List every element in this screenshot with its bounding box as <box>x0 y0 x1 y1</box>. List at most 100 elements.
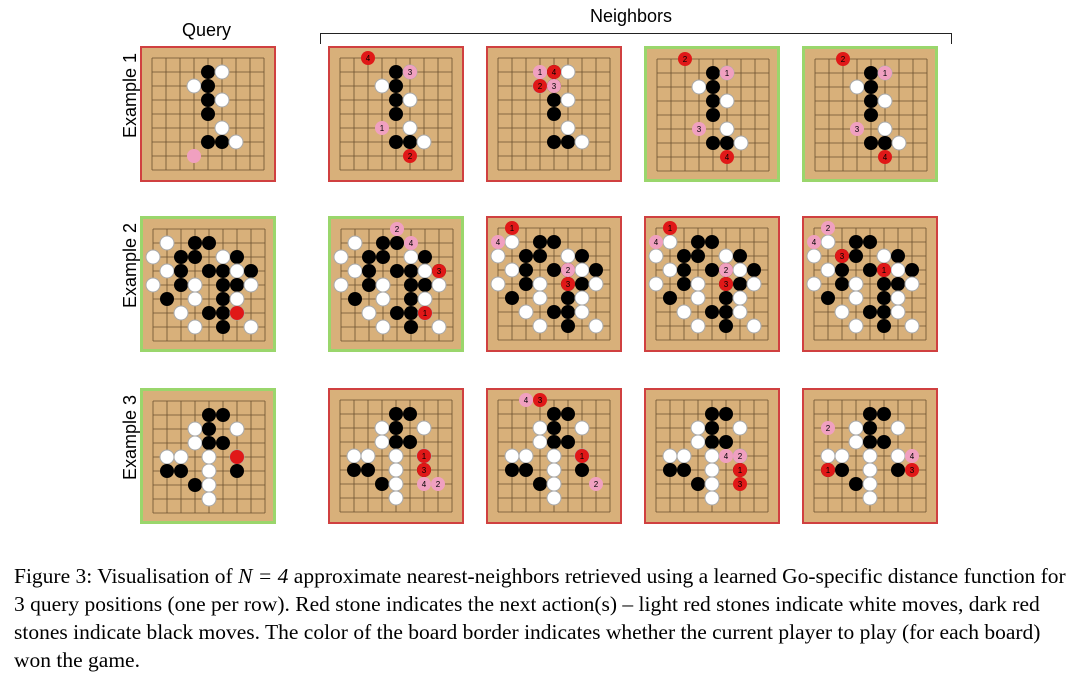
stone <box>733 477 747 491</box>
stone <box>404 278 418 292</box>
stone <box>720 150 734 164</box>
query-board-1 <box>140 46 276 182</box>
stone <box>160 464 174 478</box>
stone <box>188 236 202 250</box>
move-number: 1 <box>380 124 385 133</box>
stone <box>174 264 188 278</box>
move-number: 2 <box>408 152 413 161</box>
stone <box>362 278 376 292</box>
stone <box>575 249 589 263</box>
stone <box>677 263 691 277</box>
stone <box>214 92 230 108</box>
stone <box>705 407 719 421</box>
stone <box>201 107 215 121</box>
stone <box>719 121 735 137</box>
stone <box>677 249 691 263</box>
stone <box>850 122 864 136</box>
stone <box>560 92 576 108</box>
stone <box>243 277 259 293</box>
stone <box>864 66 878 80</box>
neighbors-header: Neighbors <box>590 6 673 26</box>
move-number: 4 <box>910 452 915 461</box>
stone <box>835 263 849 277</box>
stone <box>187 291 203 307</box>
stone <box>877 407 891 421</box>
stone <box>575 463 589 477</box>
stone <box>747 263 761 277</box>
stone <box>890 304 906 320</box>
row-label-example-2: Example 2 <box>120 222 140 308</box>
stone <box>201 463 217 479</box>
move-number: 4 <box>409 239 414 248</box>
stone <box>376 250 390 264</box>
stone <box>418 278 432 292</box>
stone <box>404 236 418 250</box>
stone <box>547 93 561 107</box>
stone <box>346 448 362 464</box>
move-number: 2 <box>826 224 831 233</box>
move-number: 2 <box>594 480 599 489</box>
stone <box>214 64 230 80</box>
stone <box>876 248 892 264</box>
stone <box>732 420 748 436</box>
stone <box>362 250 376 264</box>
stone <box>431 477 445 491</box>
stone <box>403 149 417 163</box>
stone <box>547 421 561 435</box>
stone <box>561 263 575 277</box>
stone <box>848 318 864 334</box>
stone <box>706 108 720 122</box>
stone <box>347 263 363 279</box>
stone <box>532 290 548 306</box>
stone <box>388 462 404 478</box>
stone <box>244 264 258 278</box>
stone <box>389 407 403 421</box>
stone <box>877 121 893 137</box>
move-number: 3 <box>697 125 702 134</box>
move-number: 3 <box>422 466 427 475</box>
stone <box>848 434 864 450</box>
stone <box>173 449 189 465</box>
stone <box>705 421 719 435</box>
stone <box>404 306 418 320</box>
stone <box>733 249 747 263</box>
stone <box>202 436 216 450</box>
stone <box>820 234 836 250</box>
stone <box>676 304 692 320</box>
stone <box>201 477 217 493</box>
stone <box>361 51 375 65</box>
stone <box>229 263 245 279</box>
stone <box>402 92 418 108</box>
stone <box>347 235 363 251</box>
stone <box>719 407 733 421</box>
stone <box>648 248 664 264</box>
stone <box>404 320 418 334</box>
stone <box>821 291 835 305</box>
stone <box>589 263 603 277</box>
stone <box>532 434 548 450</box>
move-number: 1 <box>510 224 515 233</box>
stone <box>732 290 748 306</box>
stone <box>362 264 376 278</box>
stone <box>390 306 404 320</box>
move-number: 3 <box>566 280 571 289</box>
stone <box>348 292 362 306</box>
stone <box>376 236 390 250</box>
stone <box>806 248 822 264</box>
move-number: 1 <box>725 69 730 78</box>
move-number: 3 <box>738 480 743 489</box>
stone <box>504 234 520 250</box>
stone <box>877 93 893 109</box>
stone <box>877 263 891 277</box>
stone <box>848 276 864 292</box>
stone <box>863 407 877 421</box>
stone <box>662 448 678 464</box>
stone <box>416 134 432 150</box>
move-number: 3 <box>724 280 729 289</box>
stone <box>575 449 589 463</box>
stone <box>746 276 762 292</box>
